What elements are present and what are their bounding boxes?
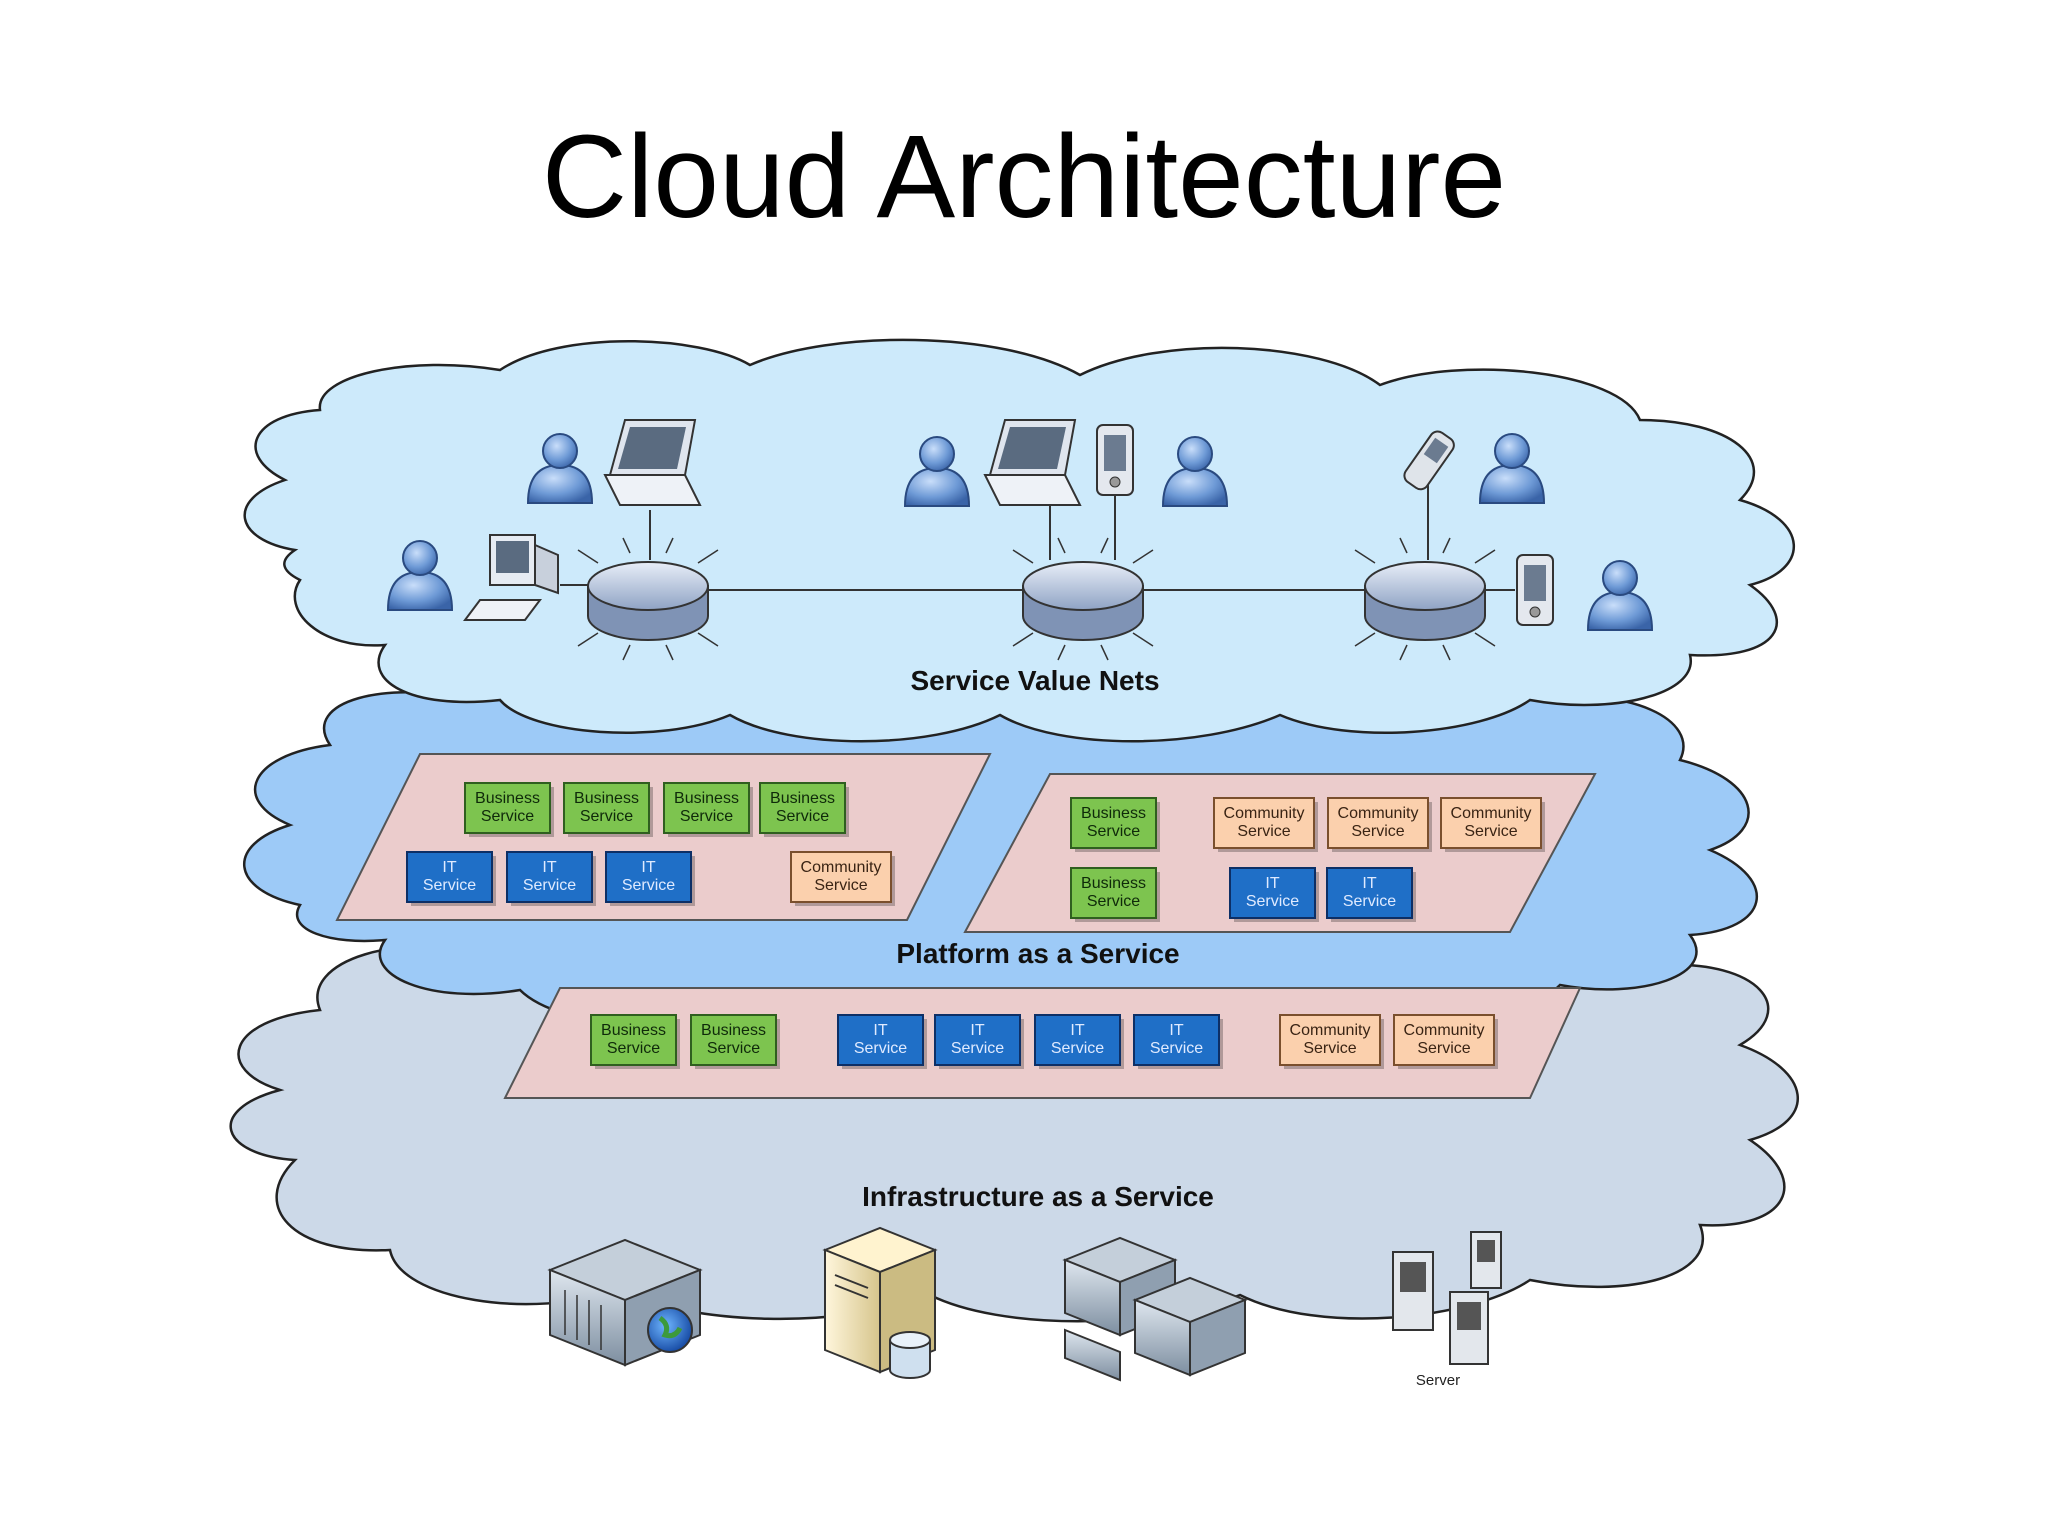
it-service-label: Service: [1246, 893, 1299, 910]
laptop-icon: [603, 419, 702, 506]
it-service-label: Service: [951, 1040, 1004, 1057]
business-service-label: Service: [1087, 823, 1140, 840]
platform-panel: BusinessServiceBusinessServiceITServiceI…: [503, 987, 1582, 1099]
laptop-icon: [983, 419, 1082, 506]
it-service-label: IT: [1265, 875, 1279, 892]
it-service-label: Service: [423, 877, 476, 894]
community-service-label: Service: [1464, 823, 1517, 840]
community-service-label: Service: [1237, 823, 1290, 840]
business-service-label: Service: [707, 1040, 760, 1057]
it-service-label: IT: [1070, 1022, 1084, 1039]
business-service-label: Business: [574, 790, 639, 807]
it-service-label: IT: [542, 859, 556, 876]
layer-label-platform-as-a-service: Platform as a Service: [896, 938, 1179, 969]
business-service-label: Service: [607, 1040, 660, 1057]
pda-icon: [1516, 554, 1554, 626]
business-service-label: Business: [701, 1022, 766, 1039]
layer-label-service-value-nets: Service Value Nets: [910, 665, 1159, 696]
community-service-label: Community: [1290, 1022, 1371, 1039]
it-service-label: Service: [1150, 1040, 1203, 1057]
tower-servers-icon: [1392, 1231, 1502, 1365]
community-service-label: Service: [814, 877, 867, 894]
community-service-label: Service: [1417, 1040, 1470, 1057]
business-service-label: Service: [776, 808, 829, 825]
database-server-icon: [822, 1226, 938, 1379]
business-service-label: Service: [1087, 893, 1140, 910]
it-service-label: Service: [1343, 893, 1396, 910]
community-service-label: Community: [1451, 805, 1532, 822]
platform-panel: BusinessServiceBusinessServiceBusinessSe…: [335, 753, 992, 921]
business-service-label: Business: [770, 790, 835, 807]
router-icon: [577, 537, 719, 661]
router-icon: [1354, 537, 1496, 661]
user-icon: [1586, 560, 1654, 631]
server-label: Server: [1416, 1372, 1460, 1389]
business-service-label: Service: [680, 808, 733, 825]
community-service-label: Service: [1303, 1040, 1356, 1057]
it-service-label: Service: [1051, 1040, 1104, 1057]
pda-icon: [1096, 424, 1134, 496]
business-service-label: Service: [580, 808, 633, 825]
database-icon: [889, 1331, 931, 1379]
mobile-phone-icon: [1403, 430, 1455, 491]
business-service-label: Business: [475, 790, 540, 807]
community-service-label: Community: [801, 859, 882, 876]
business-service-label: Business: [1081, 805, 1146, 822]
it-service-label: IT: [873, 1022, 887, 1039]
business-service-label: Service: [481, 808, 534, 825]
slide-title: Cloud Architecture: [541, 111, 1507, 243]
it-service-label: IT: [1362, 875, 1376, 892]
it-service-label: IT: [641, 859, 655, 876]
layer-label-infrastructure-as-a-service: Infrastructure as a Service: [862, 1181, 1214, 1212]
server-cluster-icon: [1062, 1236, 1248, 1382]
it-service-label: Service: [622, 877, 675, 894]
web-server-rack-icon: [547, 1238, 703, 1367]
community-service-label: Service: [1351, 823, 1404, 840]
it-service-label: IT: [1169, 1022, 1183, 1039]
business-service-label: Business: [1081, 875, 1146, 892]
it-service-label: Service: [523, 877, 576, 894]
platform-panel: BusinessServiceCommunityServiceCommunity…: [963, 773, 1597, 933]
user-icon: [386, 540, 454, 611]
router-icon: [1012, 537, 1154, 661]
desktop-computer-icon: [463, 534, 559, 621]
it-service-label: IT: [970, 1022, 984, 1039]
user-icon: [903, 436, 971, 507]
community-service-label: Community: [1224, 805, 1305, 822]
it-service-label: IT: [442, 859, 456, 876]
it-service-label: Service: [854, 1040, 907, 1057]
user-icon: [1478, 433, 1546, 504]
community-service-label: Community: [1404, 1022, 1485, 1039]
community-service-label: Community: [1338, 805, 1419, 822]
business-service-label: Business: [601, 1022, 666, 1039]
user-icon: [1161, 436, 1229, 507]
globe-icon: [647, 1307, 693, 1353]
business-service-label: Business: [674, 790, 739, 807]
user-icon: [526, 433, 594, 504]
